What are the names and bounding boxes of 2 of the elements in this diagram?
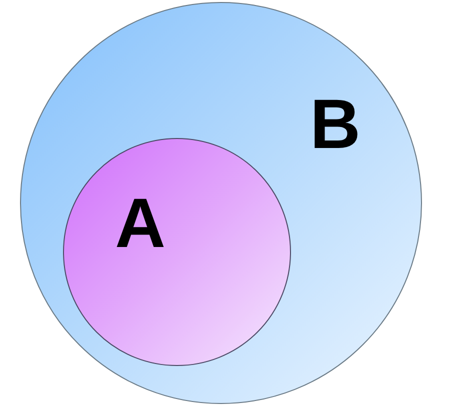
set-label: A [115, 188, 166, 258]
set-label: B [310, 89, 361, 159]
